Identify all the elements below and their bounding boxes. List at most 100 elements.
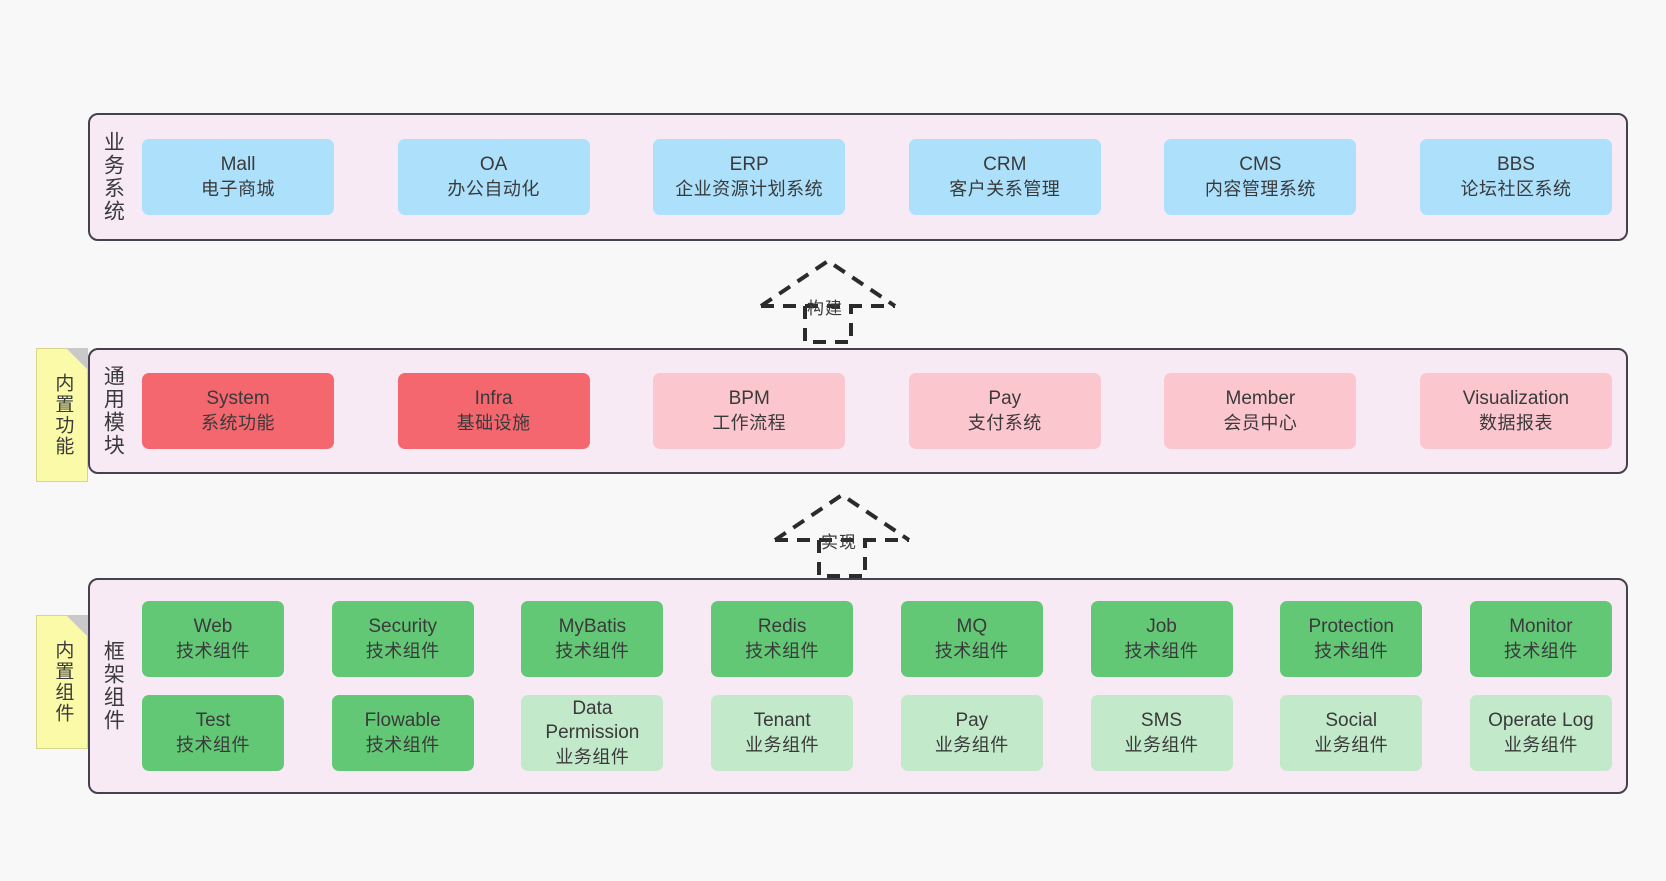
node-title-cn: 技术组件	[555, 640, 630, 661]
node-title-en: Pay	[988, 387, 1022, 409]
layer-business-title: 业务系统	[101, 131, 125, 223]
module-node-bpm[interactable]: BPM 工作流程	[653, 373, 846, 449]
framework-biz-node-tenant[interactable]: Tenant 业务组件	[711, 695, 854, 771]
framework-tech-node-job[interactable]: Job 技术组件	[1090, 601, 1233, 677]
connector-build-label: 构建	[807, 299, 843, 318]
note-builtin-features-label: 内置功能	[52, 373, 74, 457]
node-title-en: Test	[195, 709, 231, 731]
node-title-cn: 技术组件	[1314, 640, 1389, 661]
node-title-en: ERP	[729, 153, 769, 175]
node-title-cn: 工作流程	[712, 412, 787, 433]
framework-tech-node-security[interactable]: Security 技术组件	[331, 601, 474, 677]
framework-tech-node-mq[interactable]: MQ 技术组件	[900, 601, 1043, 677]
node-title-cn: 技术组件	[745, 640, 820, 661]
node-title-en: Visualization	[1462, 387, 1570, 409]
framework-biz-node-flowable[interactable]: Flowable 技术组件	[331, 695, 474, 771]
framework-tech-node-redis[interactable]: Redis 技术组件	[711, 601, 854, 677]
layer-framework-title: 框架组件	[101, 640, 125, 732]
node-title-en: BBS	[1496, 153, 1535, 175]
framework-biz-node-pay[interactable]: Pay 业务组件	[900, 695, 1043, 771]
node-title-en: Member	[1225, 387, 1296, 409]
node-title-en: Job	[1146, 615, 1177, 637]
connector-implement-label: 实现	[821, 533, 857, 552]
note-builtin-features: 内置功能	[36, 348, 88, 482]
node-title-en: Security	[368, 615, 438, 637]
node-title-en: OA	[479, 153, 508, 175]
module-node-system[interactable]: System 系统功能	[142, 373, 334, 449]
framework-biz-node-sms[interactable]: SMS 业务组件	[1090, 695, 1233, 771]
node-title-cn: 支付系统	[967, 412, 1042, 433]
node-title-cn: 企业资源计划系统	[675, 178, 824, 199]
node-title-en: Protection	[1308, 615, 1394, 637]
node-title-en: CRM	[983, 153, 1027, 175]
node-title-cn: 基础设施	[456, 412, 531, 433]
node-title-en: Social	[1325, 709, 1378, 731]
business-node-oa[interactable]: OA 办公自动化	[397, 139, 590, 215]
node-title-en: Mall	[220, 153, 256, 175]
framework-tech-node-protection[interactable]: Protection 技术组件	[1280, 601, 1423, 677]
node-title-en: CMS	[1239, 153, 1282, 175]
node-title-cn: 业务组件	[1314, 734, 1389, 755]
node-title-cn: 技术组件	[934, 640, 1009, 661]
node-title-en: Data Permission	[545, 697, 640, 744]
node-title-en: Tenant	[753, 709, 811, 731]
node-title-cn: 业务组件	[1124, 734, 1199, 755]
note-builtin-components-label: 内置组件	[52, 640, 74, 724]
business-node-erp[interactable]: ERP 企业资源计划系统	[653, 139, 846, 215]
node-title-cn: 技术组件	[176, 734, 250, 755]
framework-biz-node-test[interactable]: Test 技术组件	[142, 695, 284, 771]
node-title-en: Redis	[757, 615, 807, 637]
node-title-en: Flowable	[364, 709, 441, 731]
node-title-cn: 会员中心	[1223, 412, 1298, 433]
note-builtin-components: 内置组件	[36, 615, 88, 749]
module-node-visualization[interactable]: Visualization 数据报表	[1419, 373, 1612, 449]
business-node-crm[interactable]: CRM 客户关系管理	[908, 139, 1101, 215]
node-title-en: BPM	[728, 387, 770, 409]
node-title-cn: 业务组件	[555, 747, 630, 767]
node-title-cn: 技术组件	[365, 734, 440, 755]
node-title-cn: 业务组件	[745, 734, 820, 755]
node-title-en: Monitor	[1509, 615, 1573, 637]
connector-build: 构建	[758, 258, 898, 344]
node-title-cn: 业务组件	[934, 734, 1009, 755]
node-title-cn: 技术组件	[365, 640, 440, 661]
node-title-en: MQ	[956, 615, 988, 637]
business-node-bbs[interactable]: BBS 论坛社区系统	[1419, 139, 1612, 215]
node-title-en: Web	[193, 615, 233, 637]
node-title-cn: 论坛社区系统	[1460, 178, 1572, 199]
connector-implement: 实现	[772, 492, 912, 578]
node-title-en: Operate Log	[1488, 709, 1594, 731]
module-node-member[interactable]: Member 会员中心	[1164, 373, 1357, 449]
node-title-cn: 客户关系管理	[949, 178, 1061, 199]
node-title-cn: 业务组件	[1503, 734, 1578, 755]
node-title-cn: 系统功能	[201, 412, 275, 433]
node-title-en: SMS	[1140, 709, 1183, 731]
node-title-cn: 数据报表	[1478, 412, 1553, 433]
node-title-en: Pay	[955, 709, 989, 731]
framework-biz-node-data-permission[interactable]: Data Permission 业务组件	[521, 695, 664, 771]
framework-biz-node-social[interactable]: Social 业务组件	[1280, 695, 1423, 771]
node-title-cn: 技术组件	[1124, 640, 1199, 661]
layer-modules-title: 通用模块	[101, 365, 125, 457]
node-title-en: System	[206, 387, 270, 409]
node-title-cn: 内容管理系统	[1204, 178, 1316, 199]
module-node-pay[interactable]: Pay 支付系统	[908, 373, 1101, 449]
node-title-cn: 办公自动化	[447, 178, 540, 199]
business-node-cms[interactable]: CMS 内容管理系统	[1164, 139, 1357, 215]
framework-biz-node-operate-log[interactable]: Operate Log 业务组件	[1469, 695, 1612, 771]
